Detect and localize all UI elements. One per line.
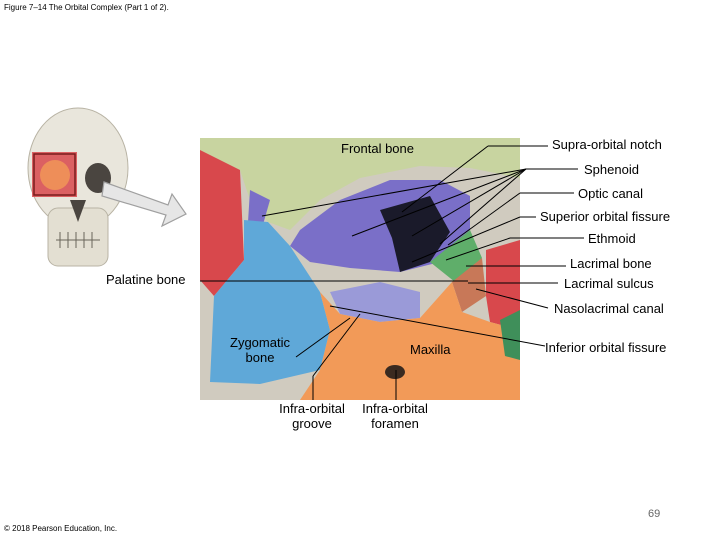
- zoom-arrow: [101, 181, 187, 228]
- copyright-notice: © 2018 Pearson Education, Inc.: [4, 524, 118, 533]
- label-optic-canal: Optic canal: [578, 186, 644, 201]
- label-infraorbital-foramen-line2: foramen: [371, 416, 419, 431]
- label-zygomatic-bone: Zygomatic bone: [222, 335, 298, 365]
- label-infraorbital-groove-line1: Infra-orbital: [279, 401, 345, 416]
- label-infraorbital-groove: Infra-orbital groove: [268, 401, 356, 431]
- label-frontal-bone: Frontal bone: [341, 141, 414, 156]
- label-lacrimal-bone: Lacrimal bone: [570, 256, 652, 271]
- label-maxilla: Maxilla: [410, 342, 451, 357]
- leader-lines: [200, 145, 584, 400]
- label-ethmoid: Ethmoid: [588, 231, 636, 246]
- figure-caption: Figure 7–14 The Orbital Complex (Part 1 …: [4, 3, 169, 12]
- label-supraorbital-notch: Supra-orbital notch: [552, 137, 662, 152]
- label-nasolacrimal-canal: Nasolacrimal canal: [554, 301, 664, 316]
- label-infraorbital-groove-line2: groove: [292, 416, 332, 431]
- label-infraorbital-foramen-line1: Infra-orbital: [362, 401, 428, 416]
- label-inferior-orbital-fissure: Inferior orbital fissure: [545, 340, 667, 355]
- label-infraorbital-foramen: Infra-orbital foramen: [350, 401, 440, 431]
- page-number: 69: [648, 508, 661, 520]
- label-superior-orbital-fissure: Superior orbital fissure: [540, 209, 671, 224]
- orbit-bones: [200, 138, 520, 400]
- label-palatine-bone: Palatine bone: [106, 272, 186, 287]
- label-lacrimal-sulcus: Lacrimal sulcus: [564, 276, 654, 291]
- label-zygomatic-line1: Zygomatic: [230, 335, 290, 350]
- label-sphenoid: Sphenoid: [584, 162, 639, 177]
- label-zygomatic-line2: bone: [245, 350, 275, 365]
